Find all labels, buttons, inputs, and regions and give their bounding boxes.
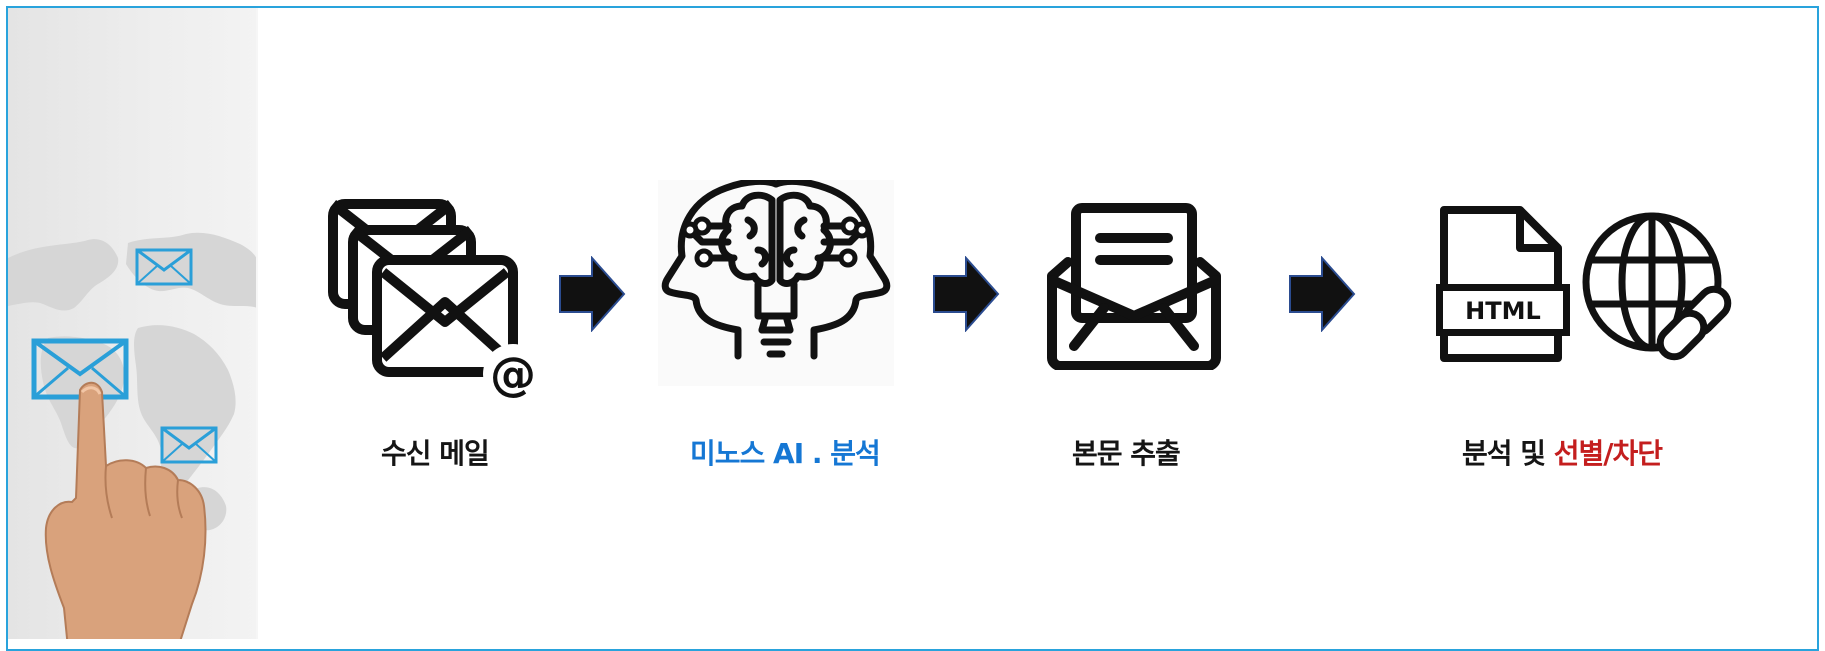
html-file-icon: HTML (1436, 206, 1570, 362)
step-label-ai-analysis: 미노스 AI . 분석 (690, 437, 881, 470)
arrow-right-icon (1289, 256, 1356, 332)
html-badge: HTML (1465, 297, 1541, 325)
globe-link-icon (1582, 212, 1732, 361)
step-label-filter-block: 선별/차단 (1553, 437, 1663, 470)
step-label-analyze-block: 분석 및 선별/차단 (1462, 432, 1663, 472)
envelope-icon (135, 248, 193, 286)
side-divider (256, 8, 258, 639)
envelope-icon (160, 426, 218, 464)
open-envelope-letter-icon (1047, 203, 1221, 370)
side-decor-panel (8, 8, 258, 639)
step-label-received-mail: 수신 메일 (381, 437, 490, 470)
ai-brain-head-icon (658, 180, 894, 386)
stacked-email-at-icon: @ (328, 199, 543, 404)
step-label-analyze: 분석 및 (1462, 437, 1554, 470)
step-label-extract-body: 본문 추출 (1072, 437, 1181, 470)
svg-text:@: @ (490, 347, 536, 401)
arrow-right-icon (559, 256, 626, 332)
arrow-right-icon (933, 256, 1000, 332)
hand-icon (44, 381, 207, 639)
